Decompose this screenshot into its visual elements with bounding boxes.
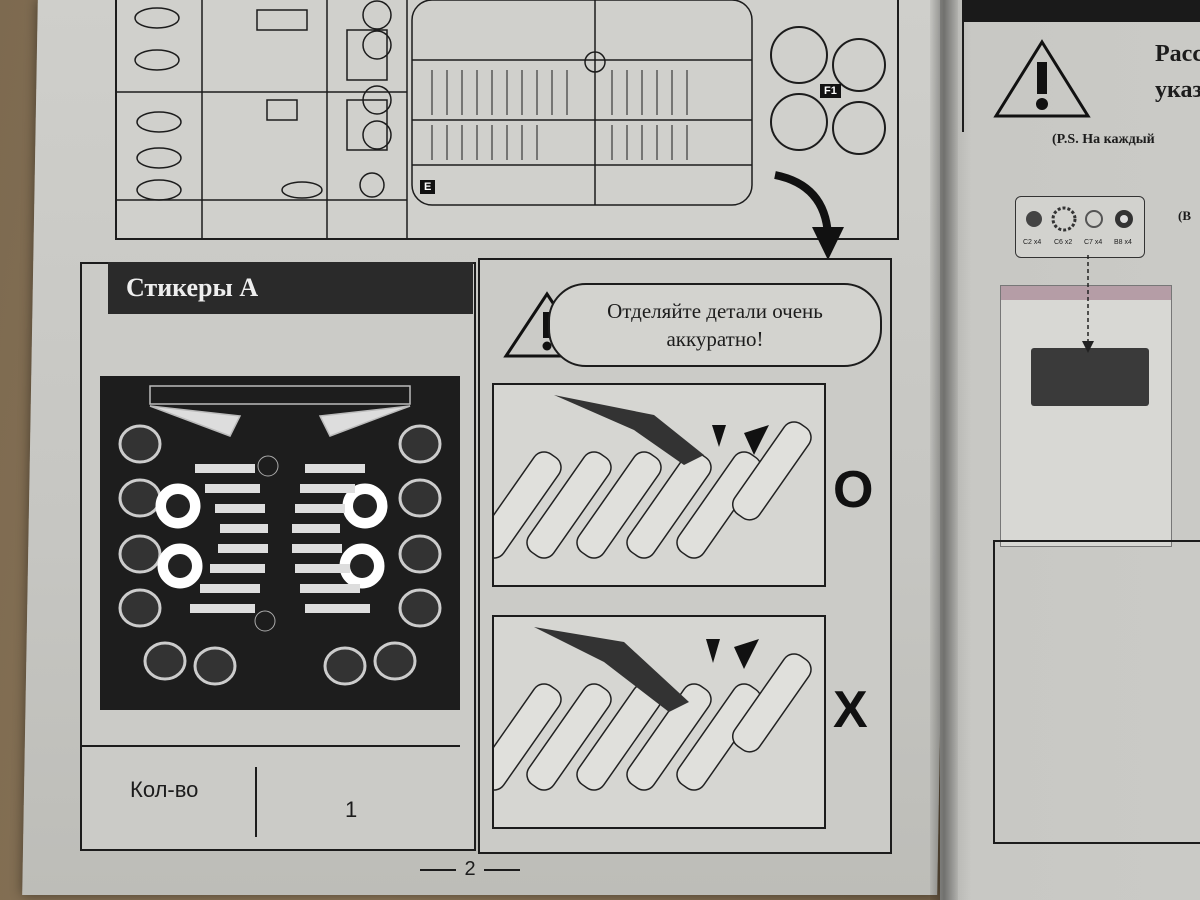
right-page-ps-note: (P.S. На каждый (1052, 132, 1155, 147)
quantity-row: Кол-во 1 (80, 745, 460, 839)
warning-triangle-icon (993, 39, 1091, 118)
bag-zip-strip (1001, 286, 1171, 300)
right-page-header-bar (962, 0, 1200, 22)
part-label: C7 x4 (1084, 239, 1103, 246)
sprue-diagram: E F1 (115, 0, 899, 240)
correct-cut-drawing (494, 395, 812, 559)
correct-cut-illustration (492, 383, 826, 587)
sprue-label-e: E (420, 180, 436, 194)
warning-bubble: Отделяйте детали очень аккуратно! (548, 283, 882, 367)
right-page-title-box (962, 22, 1200, 132)
parts-icons (1026, 206, 1133, 232)
page-number-value: 2 (464, 858, 476, 880)
sticker-sheet-art (118, 385, 442, 686)
wrong-cut-drawing (494, 627, 812, 791)
warning-text-line2: аккуратно! (666, 327, 764, 351)
right-page-lower-panel (993, 540, 1200, 844)
sprue-drawing (117, 0, 886, 238)
warning-text: Отделяйте детали очень аккуратно! (550, 297, 880, 353)
wrong-mark: X (833, 681, 868, 739)
dashed-arrow-icon (1082, 255, 1094, 353)
curved-arrow-icon (774, 171, 844, 260)
quantity-label: Кол-во (130, 777, 199, 802)
bag-label-area (1031, 348, 1149, 406)
sprue-label-f1: F1 (820, 84, 841, 98)
quantity-divider (255, 767, 257, 837)
stickers-title: Стикеры А (108, 262, 473, 314)
booklet-gutter (930, 0, 958, 900)
right-page-title-line2: указ (1155, 77, 1200, 103)
sticker-sheet (100, 376, 460, 710)
part-label: C6 x2 (1054, 239, 1073, 246)
page-number-rule-right (483, 868, 520, 871)
part-label: B8 x4 (1114, 239, 1132, 246)
right-page-title-line1: Рассо (1155, 41, 1200, 67)
part-label: C2 x4 (1023, 239, 1042, 246)
wrong-cut-illustration (492, 615, 826, 829)
page-number-rule-left (420, 868, 457, 871)
parts-strip: C2 x4 C6 x2 C7 x4 B8 x4 (1015, 196, 1145, 258)
correct-mark: O (833, 461, 874, 519)
quantity-value: 1 (345, 797, 358, 822)
parts-bag-illustration (1000, 285, 1172, 547)
warning-text-line1: Отделяйте детали очень (607, 299, 823, 323)
right-page-side-text: (В (1178, 208, 1191, 223)
page-number: 2 (410, 858, 530, 881)
right-page-title: Рассо указ (1155, 36, 1200, 108)
